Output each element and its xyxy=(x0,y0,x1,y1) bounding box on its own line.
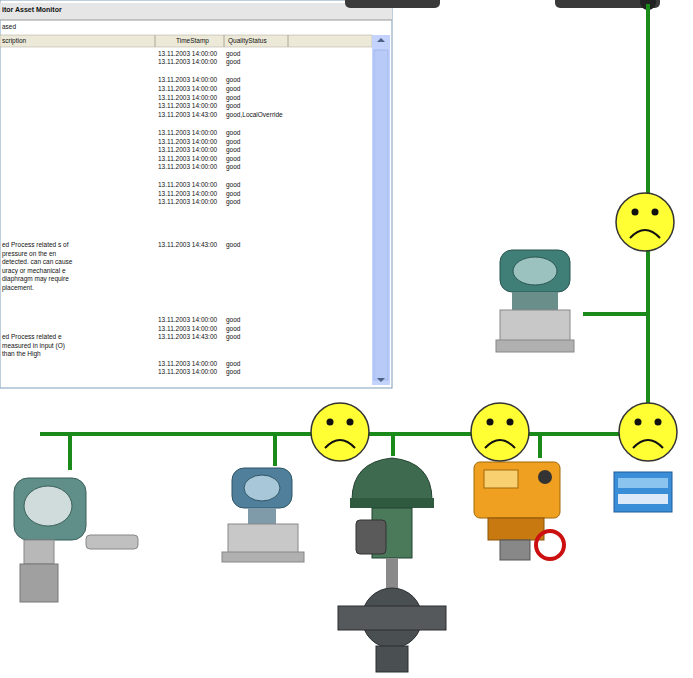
table-cell: 13.11.2003 14:00:00 xyxy=(158,85,217,94)
table-cell: good xyxy=(226,58,240,67)
column-header: QualityStatus xyxy=(228,37,267,46)
sad-face xyxy=(616,193,674,251)
table-cell: good xyxy=(226,94,240,103)
sad-face xyxy=(471,403,529,461)
table-cell: 13.11.2003 14:00:00 xyxy=(158,155,217,164)
table-cell: good xyxy=(226,146,240,155)
control-valve xyxy=(338,458,446,672)
pressure-transmitter xyxy=(222,468,304,562)
table-cell: good xyxy=(226,50,240,59)
table-cell: good xyxy=(226,368,240,377)
table-cell: 13.11.2003 14:00:00 xyxy=(158,360,217,369)
table-cell: 13.11.2003 14:00:00 xyxy=(158,94,217,103)
table-cell: good,LocalOverride xyxy=(226,111,284,120)
table-cell: good xyxy=(226,163,240,172)
table-cell: 13.11.2003 14:00:00 xyxy=(158,325,217,334)
window-title: itor Asset Monitor xyxy=(2,6,62,15)
table-cell: ed Process related s of pressure on the … xyxy=(2,241,74,292)
table-cell: 13.11.2003 14:00:00 xyxy=(158,316,217,325)
device-body xyxy=(345,0,440,8)
table-cell: good xyxy=(226,138,240,147)
table-cell: good xyxy=(226,76,240,85)
table-cell: 13.11.2003 14:00:00 xyxy=(158,181,217,190)
table-cell: good xyxy=(226,360,240,369)
scrollbar xyxy=(372,35,390,385)
rule xyxy=(0,20,392,21)
table-cell: good xyxy=(226,325,240,334)
table-cell: ed Process related e measured in input (… xyxy=(2,333,74,359)
header-row xyxy=(0,35,372,47)
column-divider xyxy=(224,35,225,47)
table-cell: 13.11.2003 14:00:00 xyxy=(158,146,217,155)
table-cell: good xyxy=(226,190,240,199)
scroll-arrow xyxy=(377,378,385,382)
table-cell: 13.11.2003 14:00:00 xyxy=(158,198,217,207)
table-cell: 13.11.2003 14:00:00 xyxy=(158,163,217,172)
fieldbus-line xyxy=(40,4,650,470)
title-bar xyxy=(0,3,392,20)
linking-device xyxy=(614,472,672,512)
table-cell: good xyxy=(226,198,240,207)
table-cell: good xyxy=(226,129,240,138)
table-cell: 13.11.2003 14:00:00 xyxy=(158,76,217,85)
column-divider xyxy=(155,35,156,47)
table-cell: 13.11.2003 14:43:00 xyxy=(158,241,217,250)
table-cell: good xyxy=(226,155,240,164)
table-cell: 13.11.2003 14:00:00 xyxy=(158,129,217,138)
table-cell: good xyxy=(226,241,240,250)
pressure-transmitter xyxy=(496,250,574,352)
sad-face xyxy=(311,403,369,461)
table-cell: 13.11.2003 14:43:00 xyxy=(158,111,217,120)
table-cell: good xyxy=(226,102,240,111)
table-cell: 13.11.2003 14:43:00 xyxy=(158,333,217,342)
scroll-thumb xyxy=(374,50,388,380)
electric-actuator xyxy=(474,462,564,560)
table-cell: good xyxy=(226,316,240,325)
table-cell: good xyxy=(226,181,240,190)
table-cell: 13.11.2003 14:00:00 xyxy=(158,102,217,111)
table-cell: 13.11.2003 14:00:00 xyxy=(158,50,217,59)
scroll-arrow xyxy=(377,38,385,42)
window-panel xyxy=(0,0,392,388)
table-cell: good xyxy=(226,333,240,342)
table-cell: 13.11.2003 14:00:00 xyxy=(158,190,217,199)
table-cell: 13.11.2003 14:00:00 xyxy=(158,368,217,377)
level-transmitter xyxy=(14,478,138,602)
column-divider xyxy=(288,35,289,47)
column-header: TimeStamp xyxy=(176,37,209,46)
column-header: scription xyxy=(2,37,26,46)
sad-face xyxy=(619,403,677,461)
table-cell: good xyxy=(226,85,240,94)
table-cell: 13.11.2003 14:00:00 xyxy=(158,138,217,147)
tab-label: ased xyxy=(2,23,16,32)
table-cell: 13.11.2003 14:00:00 xyxy=(158,58,217,67)
